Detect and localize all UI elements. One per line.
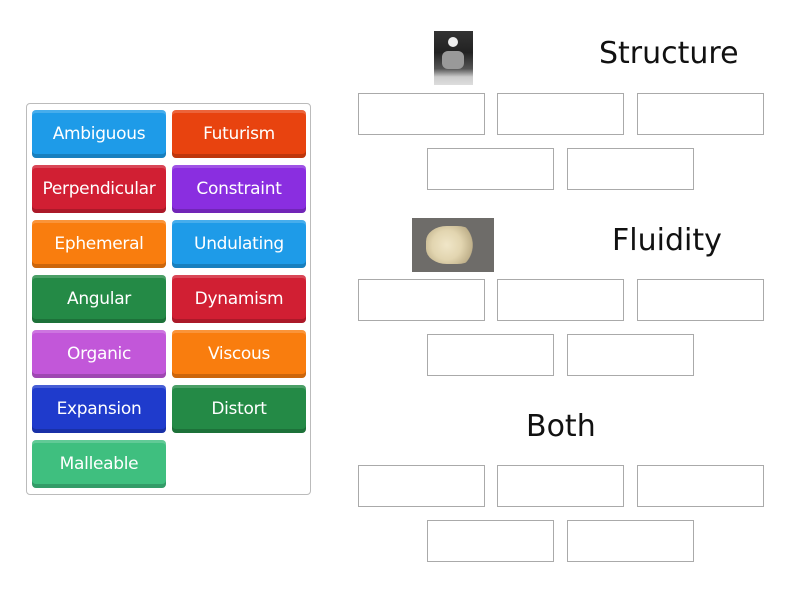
group-title-structure: Structure — [599, 36, 739, 71]
word-tile-ephemeral[interactable]: Ephemeral — [32, 220, 166, 268]
fluidity-sculpture-image — [412, 218, 494, 272]
drop-slot-fluidity-2[interactable] — [497, 279, 624, 321]
word-tile-futurism[interactable]: Futurism — [172, 110, 306, 158]
drop-slot-structure-2[interactable] — [497, 93, 624, 135]
word-tile-dynamism[interactable]: Dynamism — [172, 275, 306, 323]
word-tile-expansion[interactable]: Expansion — [32, 385, 166, 433]
drop-slot-both-2[interactable] — [497, 465, 624, 507]
word-tile-angular[interactable]: Angular — [32, 275, 166, 323]
drop-slot-both-4[interactable] — [427, 520, 554, 562]
drop-slot-structure-3[interactable] — [637, 93, 764, 135]
drop-slot-fluidity-1[interactable] — [358, 279, 485, 321]
word-tile-perpendicular[interactable]: Perpendicular — [32, 165, 166, 213]
word-tile-malleable[interactable]: Malleable — [32, 440, 166, 488]
drop-slot-both-1[interactable] — [358, 465, 485, 507]
word-tile-constraint[interactable]: Constraint — [172, 165, 306, 213]
drop-slot-both-3[interactable] — [637, 465, 764, 507]
drop-slot-structure-4[interactable] — [427, 148, 554, 190]
word-tile-distort[interactable]: Distort — [172, 385, 306, 433]
word-bank — [26, 103, 311, 495]
group-title-fluidity: Fluidity — [612, 223, 722, 258]
word-tile-viscous[interactable]: Viscous — [172, 330, 306, 378]
group-title-both: Both — [526, 409, 596, 444]
word-tile-organic[interactable]: Organic — [32, 330, 166, 378]
drop-slot-fluidity-5[interactable] — [567, 334, 694, 376]
structure-sculpture-image — [434, 31, 473, 85]
drop-slot-structure-1[interactable] — [358, 93, 485, 135]
drop-slot-fluidity-3[interactable] — [637, 279, 764, 321]
word-tile-undulating[interactable]: Undulating — [172, 220, 306, 268]
word-tile-ambiguous[interactable]: Ambiguous — [32, 110, 166, 158]
drop-slot-fluidity-4[interactable] — [427, 334, 554, 376]
drop-slot-both-5[interactable] — [567, 520, 694, 562]
drop-slot-structure-5[interactable] — [567, 148, 694, 190]
